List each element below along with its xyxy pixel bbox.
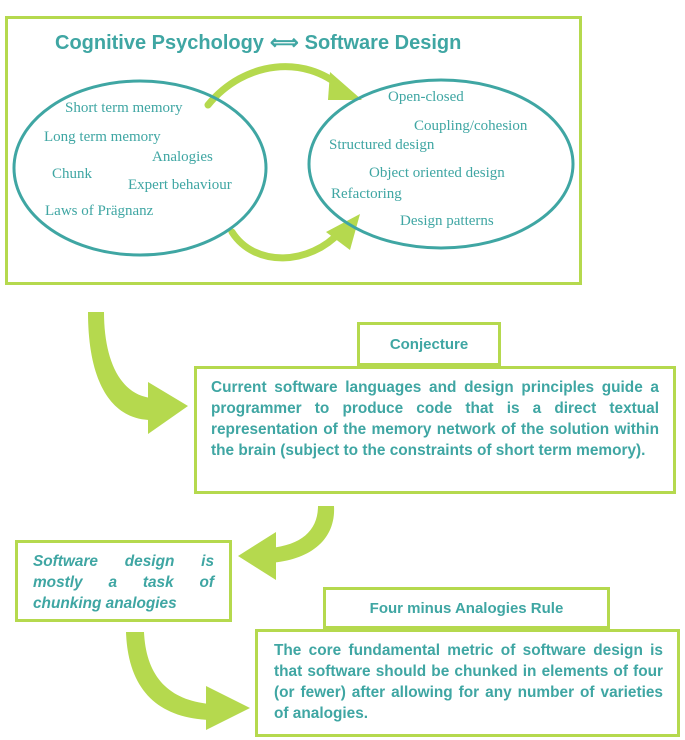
concept-chunk: Chunk bbox=[52, 166, 93, 182]
title-right: Software Design bbox=[304, 32, 462, 54]
concept-refactoring: Refactoring bbox=[331, 186, 402, 202]
arrow-to-rule-head bbox=[206, 686, 250, 730]
conjecture-label: Conjecture bbox=[357, 322, 501, 366]
diagram-title: Cognitive Psychology⟺Software Design bbox=[55, 30, 535, 55]
concept-laws-of-pragnanz: Laws of Prägnanz bbox=[45, 203, 154, 219]
arrow-bottom-curve bbox=[228, 228, 344, 262]
arrow-to-chunking-head bbox=[238, 532, 276, 580]
concept-open-closed: Open-closed bbox=[388, 89, 464, 105]
concept-analogies: Analogies bbox=[152, 149, 213, 165]
arrow-top-head bbox=[328, 72, 362, 100]
conjecture-text: Current software languages and design pr… bbox=[194, 366, 676, 494]
rule-label: Four minus Analogies Rule bbox=[323, 587, 610, 629]
concept-coupling-cohesion: Coupling/cohesion bbox=[414, 118, 528, 134]
arrow-to-conjecture-head bbox=[148, 382, 188, 434]
mapping-panel bbox=[5, 16, 582, 285]
arrow-to-chunking bbox=[270, 506, 335, 563]
arrow-to-rule bbox=[126, 632, 210, 720]
concept-expert-behaviour: Expert behaviour bbox=[128, 177, 232, 193]
double-arrow-icon: ⟺ bbox=[269, 32, 299, 54]
concept-structured-design: Structured design bbox=[329, 137, 435, 153]
concept-object-oriented-design: Object oriented design bbox=[369, 165, 505, 181]
concept-long-term-memory: Long term memory bbox=[44, 129, 161, 145]
rule-text: The core fundamental metric of software … bbox=[255, 629, 680, 737]
chunking-statement: Software design is mostly a task of chun… bbox=[15, 540, 232, 622]
software-ellipse bbox=[307, 78, 575, 250]
concept-design-patterns: Design patterns bbox=[400, 213, 494, 229]
arrow-bottom-head bbox=[326, 214, 360, 250]
arrow-to-conjecture bbox=[88, 312, 152, 420]
title-left: Cognitive Psychology bbox=[55, 32, 264, 54]
concept-short-term-memory: Short term memory bbox=[65, 100, 183, 116]
cognitive-ellipse bbox=[12, 79, 268, 257]
arrow-top-curve bbox=[204, 63, 346, 109]
